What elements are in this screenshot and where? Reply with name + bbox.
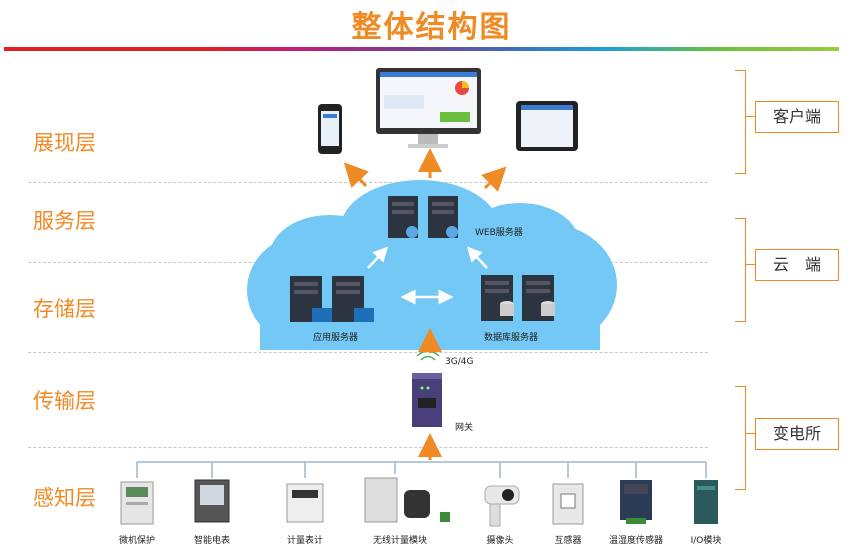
signal-label: 3G/4G: [445, 357, 474, 367]
web-server-label: WEB服务器: [475, 228, 523, 238]
diagram-title: 整体结构图: [351, 10, 512, 45]
database-server-label: 数据库服务器: [484, 333, 539, 343]
layer-storage: 存储层: [33, 297, 96, 321]
title-underline: [4, 47, 839, 51]
device-label: 计量表计: [286, 536, 323, 546]
side-label-cloud: 云 端: [755, 249, 839, 281]
desktop-monitor-icon: [376, 68, 481, 148]
layer-perception: 感知层: [33, 486, 96, 510]
arrow-db-to-web: [466, 246, 488, 269]
database-server-icon: [481, 275, 555, 321]
side-label-client: 客户端: [755, 101, 839, 133]
arrow-to-phone: [343, 162, 369, 188]
tablet-icon: [516, 101, 578, 151]
io-module-icon: [694, 480, 718, 524]
substation-bracket: [735, 386, 746, 490]
device-label: 互感器: [554, 536, 582, 546]
metering-instrument-icon: [286, 483, 324, 523]
bracket-tick: [745, 116, 755, 117]
bracket-tick: [745, 433, 755, 434]
device-label: 微机保护: [118, 536, 155, 546]
arrow-to-tablet: [481, 166, 507, 192]
device-label: I/O模块: [690, 536, 722, 546]
layer-divider: [28, 352, 708, 353]
client-bracket: [735, 70, 746, 174]
camera-icon: [484, 485, 520, 527]
device-label: 温湿度传感器: [608, 536, 663, 546]
wireless-metering-module-icon: [364, 477, 450, 523]
app-server-icon: [290, 276, 374, 322]
layer-presentation: 展现层: [33, 131, 96, 155]
protection-relay-icon: [120, 481, 154, 525]
device-label: 无线计量模块: [372, 536, 427, 546]
wifi-signal-icon: [416, 350, 440, 361]
device-label: 智能电表: [193, 536, 230, 546]
gateway-device-icon: [412, 373, 442, 427]
temperature-humidity-sensor-icon: [620, 480, 652, 524]
web-server-icon: [388, 196, 458, 238]
side-label-substation: 变电所: [755, 418, 839, 450]
bracket-tick: [745, 264, 755, 265]
gateway-label: 网关: [455, 423, 474, 433]
transformer-sensor-icon: [552, 483, 584, 525]
cloud-bracket: [735, 218, 746, 322]
phone-icon: [318, 104, 342, 154]
device-drop-lines: [136, 462, 707, 478]
layer-divider: [28, 447, 708, 448]
smart-meter-icon: [194, 479, 230, 523]
device-label: 摄像头: [486, 536, 514, 546]
layer-service: 服务层: [33, 209, 96, 233]
arrow-app-to-web: [367, 246, 389, 269]
layer-transport: 传输层: [33, 389, 96, 413]
app-server-label: 应用服务器: [313, 333, 359, 343]
